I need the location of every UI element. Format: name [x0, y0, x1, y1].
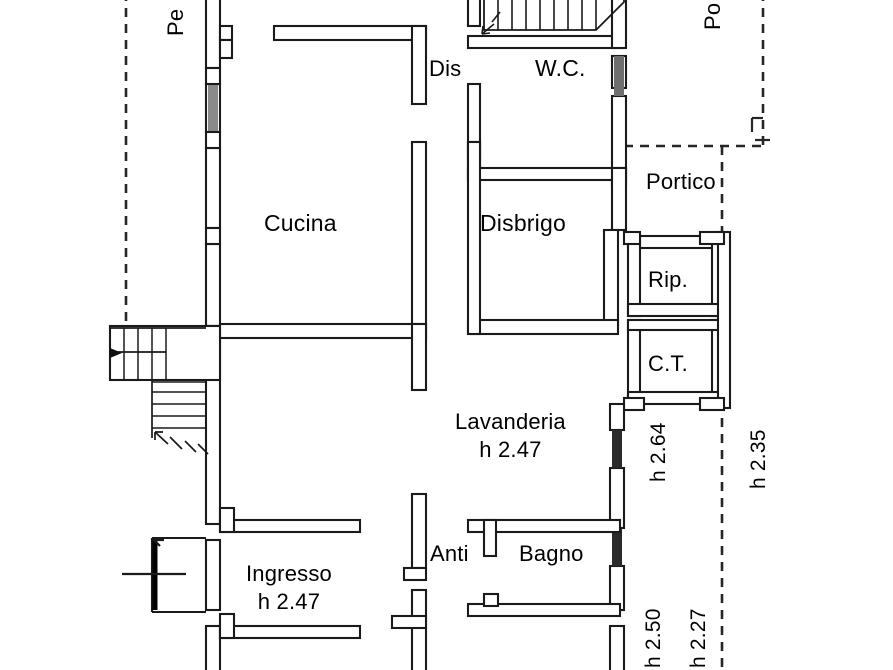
room-label-dis: Dis [429, 56, 462, 81]
nub-ingresso-top [218, 506, 236, 534]
wall-ingresso-top [218, 518, 362, 534]
room-label-ingresso: Ingresso h 2.47 [246, 560, 332, 615]
room-label-lavanderia: Lavanderia h 2.47 [455, 408, 566, 463]
door-jamb-cucina-a [218, 24, 234, 42]
nub-ingresso-bottom [218, 612, 236, 640]
height-annotation-227: h 2.27 [687, 608, 710, 668]
wall-spine-low [410, 588, 428, 670]
stair-left-outer-edge [151, 380, 207, 438]
height-annotation-235: h 2.35 [747, 429, 770, 489]
boundary-corner-ticks [750, 116, 770, 142]
jamb-ct-bot-a [622, 396, 646, 412]
jamb-rip-top-b [698, 230, 726, 246]
room-label-lavanderia-name: Lavanderia [455, 409, 566, 434]
wall-right-block-outer [716, 230, 732, 410]
wall-dis-left-vert [410, 24, 428, 106]
entry-porch-threshold [122, 537, 186, 576]
jamb-ct-bot-b [698, 396, 726, 412]
height-annotation-264: h 2.64 [647, 422, 670, 482]
room-label-centrale-termica: C.T. [648, 351, 688, 376]
wall-lav-right-d [608, 624, 626, 670]
wall-stair-bottom [466, 34, 626, 50]
room-label-pergolato: Pe [163, 8, 188, 36]
stair-left-landing-arrowhead [110, 348, 122, 358]
wall-disbrigo-left-vert [466, 140, 482, 336]
room-label-portico: Portico [646, 169, 716, 194]
wall-wc-enclosure-bottom [466, 166, 628, 182]
stair-left-box [108, 324, 222, 382]
jamb-spine-1 [402, 566, 428, 582]
window-bagno-right [612, 528, 622, 566]
wall-wc-left-vert [466, 0, 482, 28]
room-label-wc: W.C. [535, 55, 586, 81]
wall-ingresso-bottom [218, 624, 362, 640]
stair-left-diagonal-arrows [154, 431, 209, 455]
staircase-left [109, 327, 209, 455]
wall-exterior-left-d [204, 242, 222, 328]
wall-lav-right-a [608, 402, 626, 432]
room-label-ingresso-height: h 2.47 [257, 588, 321, 614]
wall-portico-col-vert [610, 166, 628, 232]
wall-exterior-left-g [204, 624, 222, 670]
room-label-cucina: Cucina [264, 210, 337, 236]
wall-wc-right-vert [610, 0, 628, 50]
room-label-portico-vertical: Po [700, 2, 725, 30]
wall-bagno-bottom [466, 602, 622, 618]
wall-ct-top [626, 318, 726, 332]
window-left-upper [208, 84, 218, 132]
window-wc-right [614, 56, 624, 96]
stair-left-treads-horizontal [152, 381, 206, 429]
window-lav-right [612, 430, 622, 468]
room-label-disbrigo: Disbrigo [480, 210, 566, 236]
room-label-bagno: Bagno [519, 541, 584, 566]
wall-spine-mid [410, 492, 428, 570]
wall-exterior-left-f [204, 538, 222, 612]
jamb-left-1 [204, 66, 222, 86]
room-label-lavanderia-height: h 2.47 [479, 436, 542, 462]
wall-cucina-bottom [218, 322, 428, 340]
jamb-left-3 [204, 226, 222, 246]
wall-exterior-left-a [204, 0, 222, 70]
wall-cucina-top [272, 24, 428, 42]
jamb-left-2 [204, 130, 222, 150]
wall-disbrigo-right [602, 228, 620, 330]
room-label-ingresso-name: Ingresso [246, 561, 332, 586]
room-label-ripostiglio: Rip. [648, 267, 688, 292]
wall-cucina-right-vert [410, 140, 428, 340]
nub-bagno-bottom [482, 592, 500, 608]
wall-bagno-divider [482, 518, 498, 558]
wall-exterior-left-c [204, 146, 222, 230]
stair-top-direction-arrow [481, 11, 501, 35]
jamb-spine-2 [390, 614, 428, 630]
door-jamb-cucina-b [218, 38, 234, 60]
room-label-anti: Anti [430, 541, 469, 566]
wall-disbrigo-bottom [466, 318, 620, 336]
staircase-top [481, 0, 625, 35]
wall-cucina-right-lower [410, 322, 428, 392]
height-annotation-250: h 2.50 [642, 608, 665, 668]
wall-bagno-top [466, 518, 622, 534]
walls [108, 0, 732, 670]
stair-left-treads-vertical [123, 328, 167, 380]
wall-rip-bottom [626, 302, 726, 318]
stair-top-treads [497, 0, 597, 30]
jamb-rip-top-a [622, 230, 642, 246]
